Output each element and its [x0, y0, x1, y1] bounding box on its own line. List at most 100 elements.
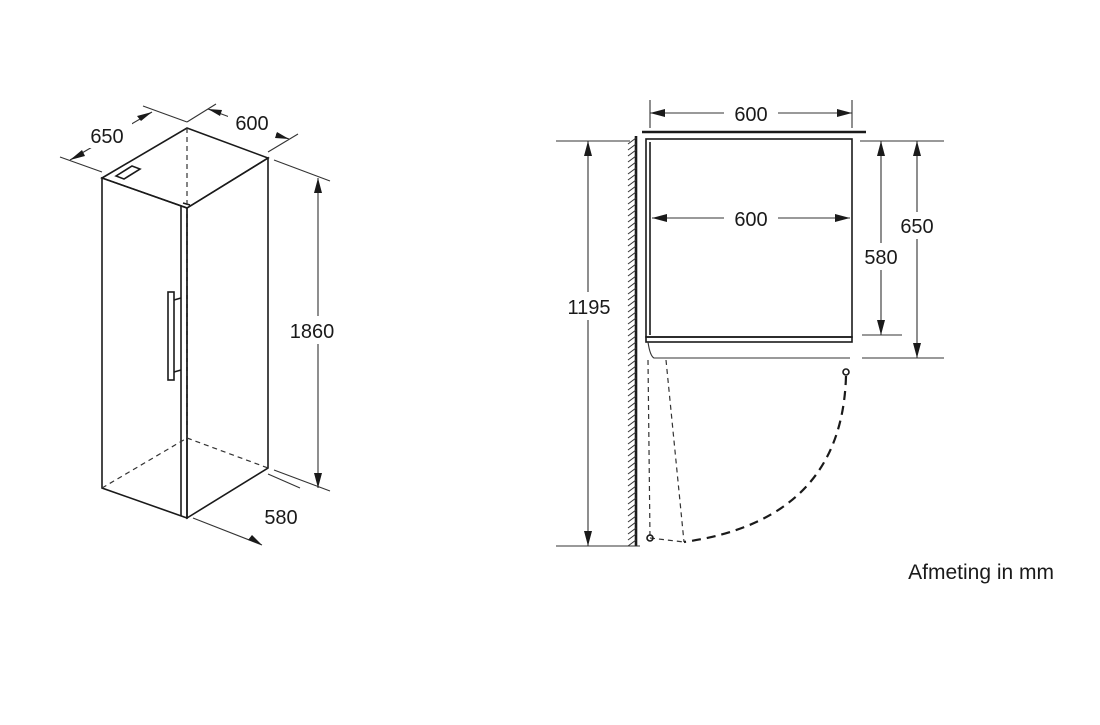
- dim-600-ext-right: [267, 133, 299, 153]
- dim-top-600-arrow-a: [650, 109, 665, 117]
- hatch-line: [627, 437, 637, 445]
- dim-580r-arrow-b: [877, 320, 885, 335]
- hatch-line: [627, 485, 637, 493]
- dim-600-label: 600: [235, 113, 268, 135]
- dim-1195-arrow-b: [584, 531, 592, 546]
- dim-1195-label-bg: [560, 292, 618, 320]
- hatch-line: [627, 425, 637, 433]
- hidden-bottom-right: [186, 437, 269, 469]
- hatch-line: [627, 239, 637, 247]
- hatch-line: [627, 353, 637, 361]
- hatch-line: [627, 173, 637, 181]
- hatch-line: [627, 155, 637, 163]
- hatch-line: [627, 377, 637, 385]
- handle-bracket-top: [173, 297, 182, 301]
- dim-650-arrow-a: [70, 150, 85, 160]
- hatch-line: [627, 419, 637, 427]
- hatch-line: [627, 275, 637, 283]
- dim-1860-label: 1860: [290, 321, 335, 343]
- dim-1860-arrow-b: [314, 473, 322, 488]
- dim-inner-600-label-bg: [724, 205, 778, 231]
- hinge-pivot-icon: [646, 534, 654, 542]
- dim-600-ext-left: [186, 103, 217, 123]
- dim-top-600-label-bg: [724, 100, 778, 126]
- hatch-line: [627, 167, 637, 175]
- hatch-line: [627, 383, 637, 391]
- hatch-line: [627, 257, 637, 265]
- dim-inner-600-arrow-a: [652, 214, 667, 222]
- hatch-line: [627, 137, 637, 145]
- open-door-inner: [647, 359, 651, 539]
- dim-600-label-bg: [228, 110, 276, 135]
- hatch-line: [627, 431, 637, 439]
- hatch-line: [627, 503, 637, 511]
- dim-580-arrow: [248, 535, 262, 545]
- dim-600-arrow-a: [208, 109, 222, 116]
- door-gasket: [647, 341, 850, 359]
- hatch-line: [627, 467, 637, 475]
- dim-1195-arrow-a: [584, 141, 592, 156]
- dim-1195-label: 1195: [567, 297, 610, 319]
- hatch-line: [627, 341, 637, 349]
- hatch-line: [627, 143, 637, 151]
- dim-580-label-bg: [256, 503, 306, 529]
- hatch-line: [627, 203, 637, 211]
- hatch-line: [627, 527, 637, 535]
- isometric-fridge: 650 600 1860 580: [59, 103, 346, 546]
- hatch-line: [627, 293, 637, 301]
- hatch-line: [627, 281, 637, 289]
- hatch-line: [627, 359, 637, 367]
- hatch-line: [627, 329, 637, 337]
- hatch-line: [627, 323, 637, 331]
- units-caption: Afmeting in mm: [908, 561, 1054, 584]
- hatch-line: [627, 389, 637, 397]
- dim-650r-label-bg: [893, 212, 941, 239]
- hatch-line: [627, 395, 637, 403]
- hatch-line: [627, 443, 637, 451]
- hatch-line: [627, 479, 637, 487]
- hatch-line: [627, 497, 637, 505]
- open-door-outer: [665, 359, 685, 543]
- dim-580r-label: 580: [864, 247, 897, 269]
- hatch-line: [627, 245, 637, 253]
- hatch-line: [627, 455, 637, 463]
- hatch-line: [627, 365, 637, 373]
- hatch-line: [627, 179, 637, 187]
- hatch-line: [627, 209, 637, 217]
- fridge-body: [645, 138, 853, 338]
- hatch-line: [627, 515, 637, 523]
- dim-650-ext-back: [142, 105, 188, 123]
- hatch-line: [627, 509, 637, 517]
- hatch-line: [627, 227, 637, 235]
- hatch-line: [627, 215, 637, 223]
- hatch-line: [627, 299, 637, 307]
- handle-pivot-icon: [842, 368, 850, 376]
- dim-580r-arrow-a: [877, 141, 885, 156]
- hatch-line: [627, 305, 637, 313]
- hatch-line: [627, 347, 637, 355]
- dim-inner-600-arrow-b: [835, 214, 850, 222]
- dim-580r-label-bg: [857, 243, 905, 270]
- dim-top-600-label: 600: [734, 104, 767, 126]
- hidden-bottom-left: [101, 437, 188, 489]
- dim-650-arrow-b: [137, 112, 152, 121]
- dim-650r-label: 650: [900, 216, 933, 238]
- dim-650r-arrow-b: [913, 343, 921, 358]
- hatch-line: [627, 197, 637, 205]
- hatch-line: [627, 149, 637, 157]
- dim-top-600-arrow-b: [837, 109, 852, 117]
- hatch-line: [627, 533, 637, 541]
- dim-1860-arrow-a: [314, 178, 322, 193]
- dim-580-ext: [267, 473, 301, 489]
- dim-650r-arrow-a: [913, 141, 921, 156]
- hatch-line: [627, 287, 637, 295]
- hatch-line: [627, 539, 637, 547]
- door-closed: [645, 336, 853, 343]
- dim-650-ext-front: [59, 156, 103, 173]
- hatch-line: [627, 371, 637, 379]
- hatch-line: [627, 161, 637, 169]
- wall-hatching: [627, 137, 637, 547]
- door-swing-arc: [683, 375, 848, 544]
- hatch-line: [627, 407, 637, 415]
